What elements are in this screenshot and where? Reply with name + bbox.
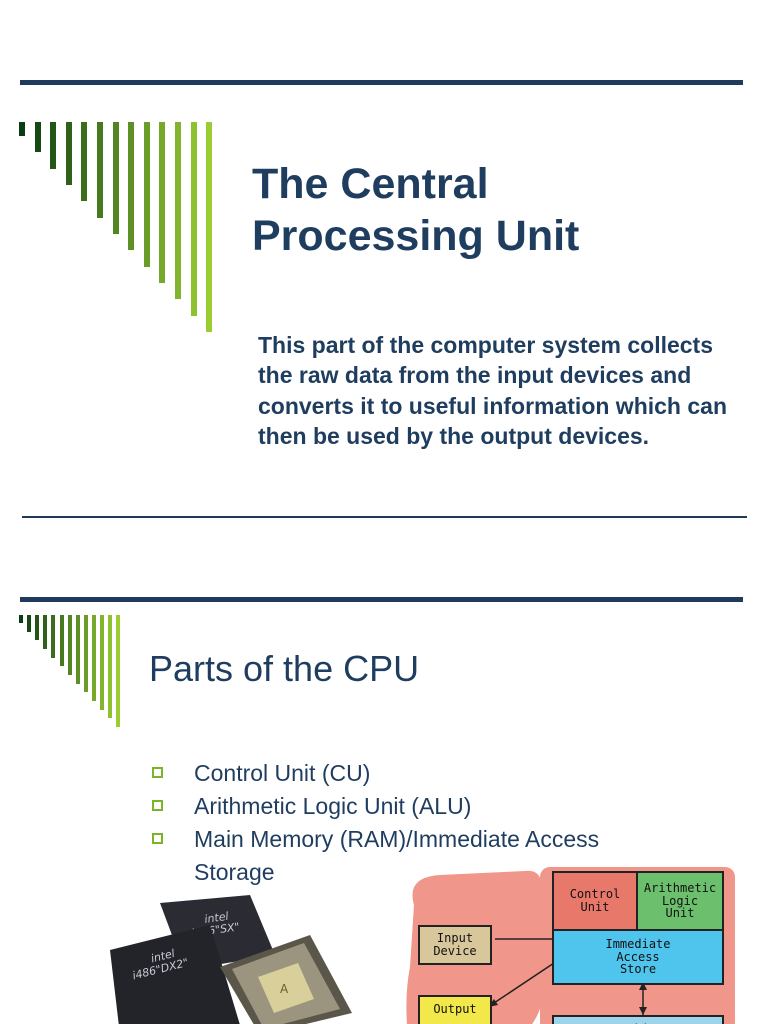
- slide-description: This part of the computer system collect…: [258, 332, 727, 450]
- bullet-item: Main Memory (RAM)/Immediate Access Stora…: [150, 823, 670, 887]
- stripe: [50, 122, 57, 169]
- output-device-box: Output: [418, 995, 492, 1024]
- slide-title: Parts of the CPU: [149, 648, 420, 689]
- stripe: [128, 122, 135, 251]
- stripe: [75, 615, 80, 684]
- slide-1: The Central Processing Unit This part of…: [19, 80, 747, 518]
- stripe: [51, 615, 56, 658]
- bullet-box-icon: [152, 800, 163, 812]
- bullet-item: Arithmetic Logic Unit (ALU): [150, 790, 670, 822]
- slide-title: The Central Processing Unit: [252, 160, 580, 261]
- immediate-access-store-box: Immediate Access Store: [552, 929, 724, 985]
- stripe: [112, 122, 119, 234]
- input-device-box: Input Device: [418, 925, 492, 965]
- alu-box: Arithmetic Logic Unit: [636, 871, 724, 931]
- stripe: [35, 615, 40, 641]
- stripe: [83, 615, 88, 693]
- green-stripes-decoration: [19, 615, 129, 730]
- bullet-box-icon: [152, 833, 163, 845]
- stripe: [19, 615, 23, 623]
- top-rule: [20, 597, 743, 602]
- cpu-chips-image: intel i486"SX" intel i486"DX2" A: [110, 895, 352, 1024]
- backing-store-box: Backing: [552, 1015, 724, 1024]
- stripe: [43, 615, 48, 649]
- bullet-list: Control Unit (CU) Arithmetic Logic Unit …: [150, 757, 670, 889]
- stripe: [91, 615, 96, 701]
- stripe: [97, 122, 103, 218]
- stripe: [67, 615, 72, 675]
- top-rule: [20, 80, 743, 85]
- stripe: [19, 122, 25, 136]
- stripe: [65, 122, 72, 185]
- green-stripes-decoration: [19, 122, 219, 337]
- svg-text:A: A: [280, 982, 289, 996]
- slide-2: Parts of the CPU Control Unit (CU) Arith…: [0, 545, 768, 1024]
- stripe: [190, 122, 197, 316]
- stripe: [34, 122, 41, 153]
- cpu-block-diagram: Control Unit Arithmetic Logic Unit Immed…: [400, 867, 740, 1024]
- stripe: [27, 615, 32, 632]
- bottom-rule: [22, 516, 747, 518]
- bullet-box-icon: [152, 767, 163, 778]
- stripe: [175, 122, 181, 300]
- stripe: [81, 122, 88, 202]
- stripe: [59, 615, 64, 667]
- bullet-item: Control Unit (CU): [150, 757, 670, 789]
- stripe: [116, 615, 121, 727]
- stripe: [206, 122, 213, 332]
- stripe: [100, 615, 104, 710]
- stripe: [108, 615, 113, 719]
- stripe: [143, 122, 150, 267]
- control-unit-box: Control Unit: [552, 871, 638, 931]
- stripe: [159, 122, 166, 283]
